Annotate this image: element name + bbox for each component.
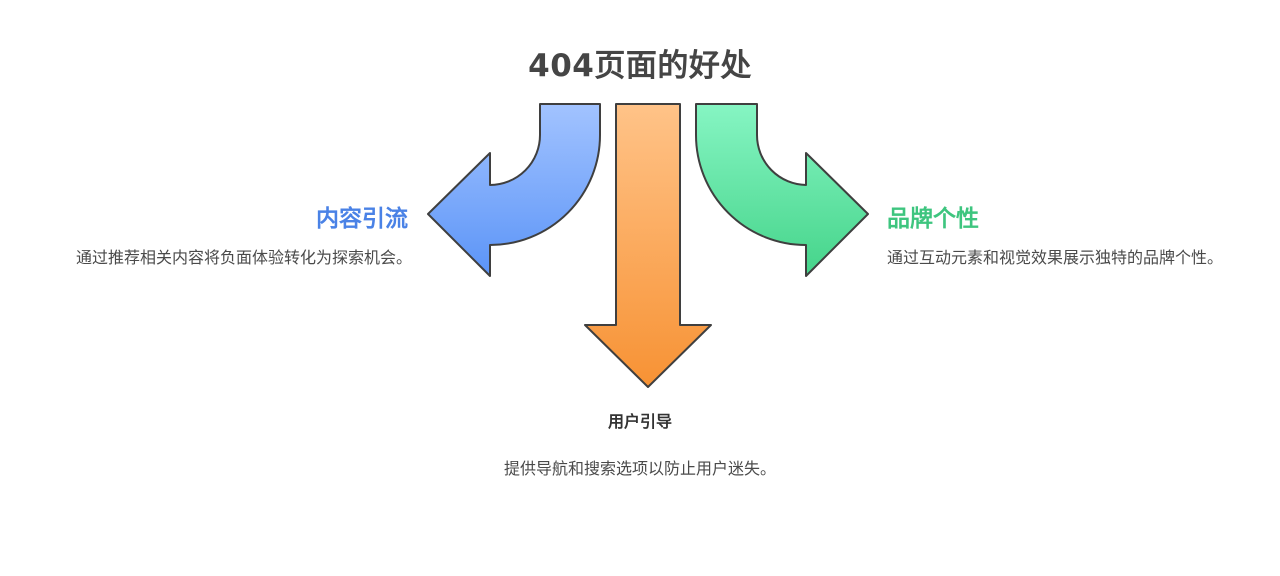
left-branch-arrow	[427, 103, 601, 277]
right-branch-arrow	[695, 103, 869, 277]
center-branch-heading: 用户引导	[607, 412, 672, 431]
center-branch-arrow	[584, 103, 712, 388]
diagram-title: 404页面的好处	[528, 48, 752, 84]
left-branch-heading: 内容引流	[316, 206, 408, 232]
left-branch-description: 通过推荐相关内容将负面体验转化为探索机会。	[75, 248, 412, 267]
right-branch-description: 通过互动元素和视觉效果展示独特的品牌个性。	[887, 248, 1224, 267]
center-branch-description: 提供导航和搜索选项以防止用户迷失。	[503, 459, 776, 478]
right-branch-heading: 品牌个性	[887, 206, 979, 232]
